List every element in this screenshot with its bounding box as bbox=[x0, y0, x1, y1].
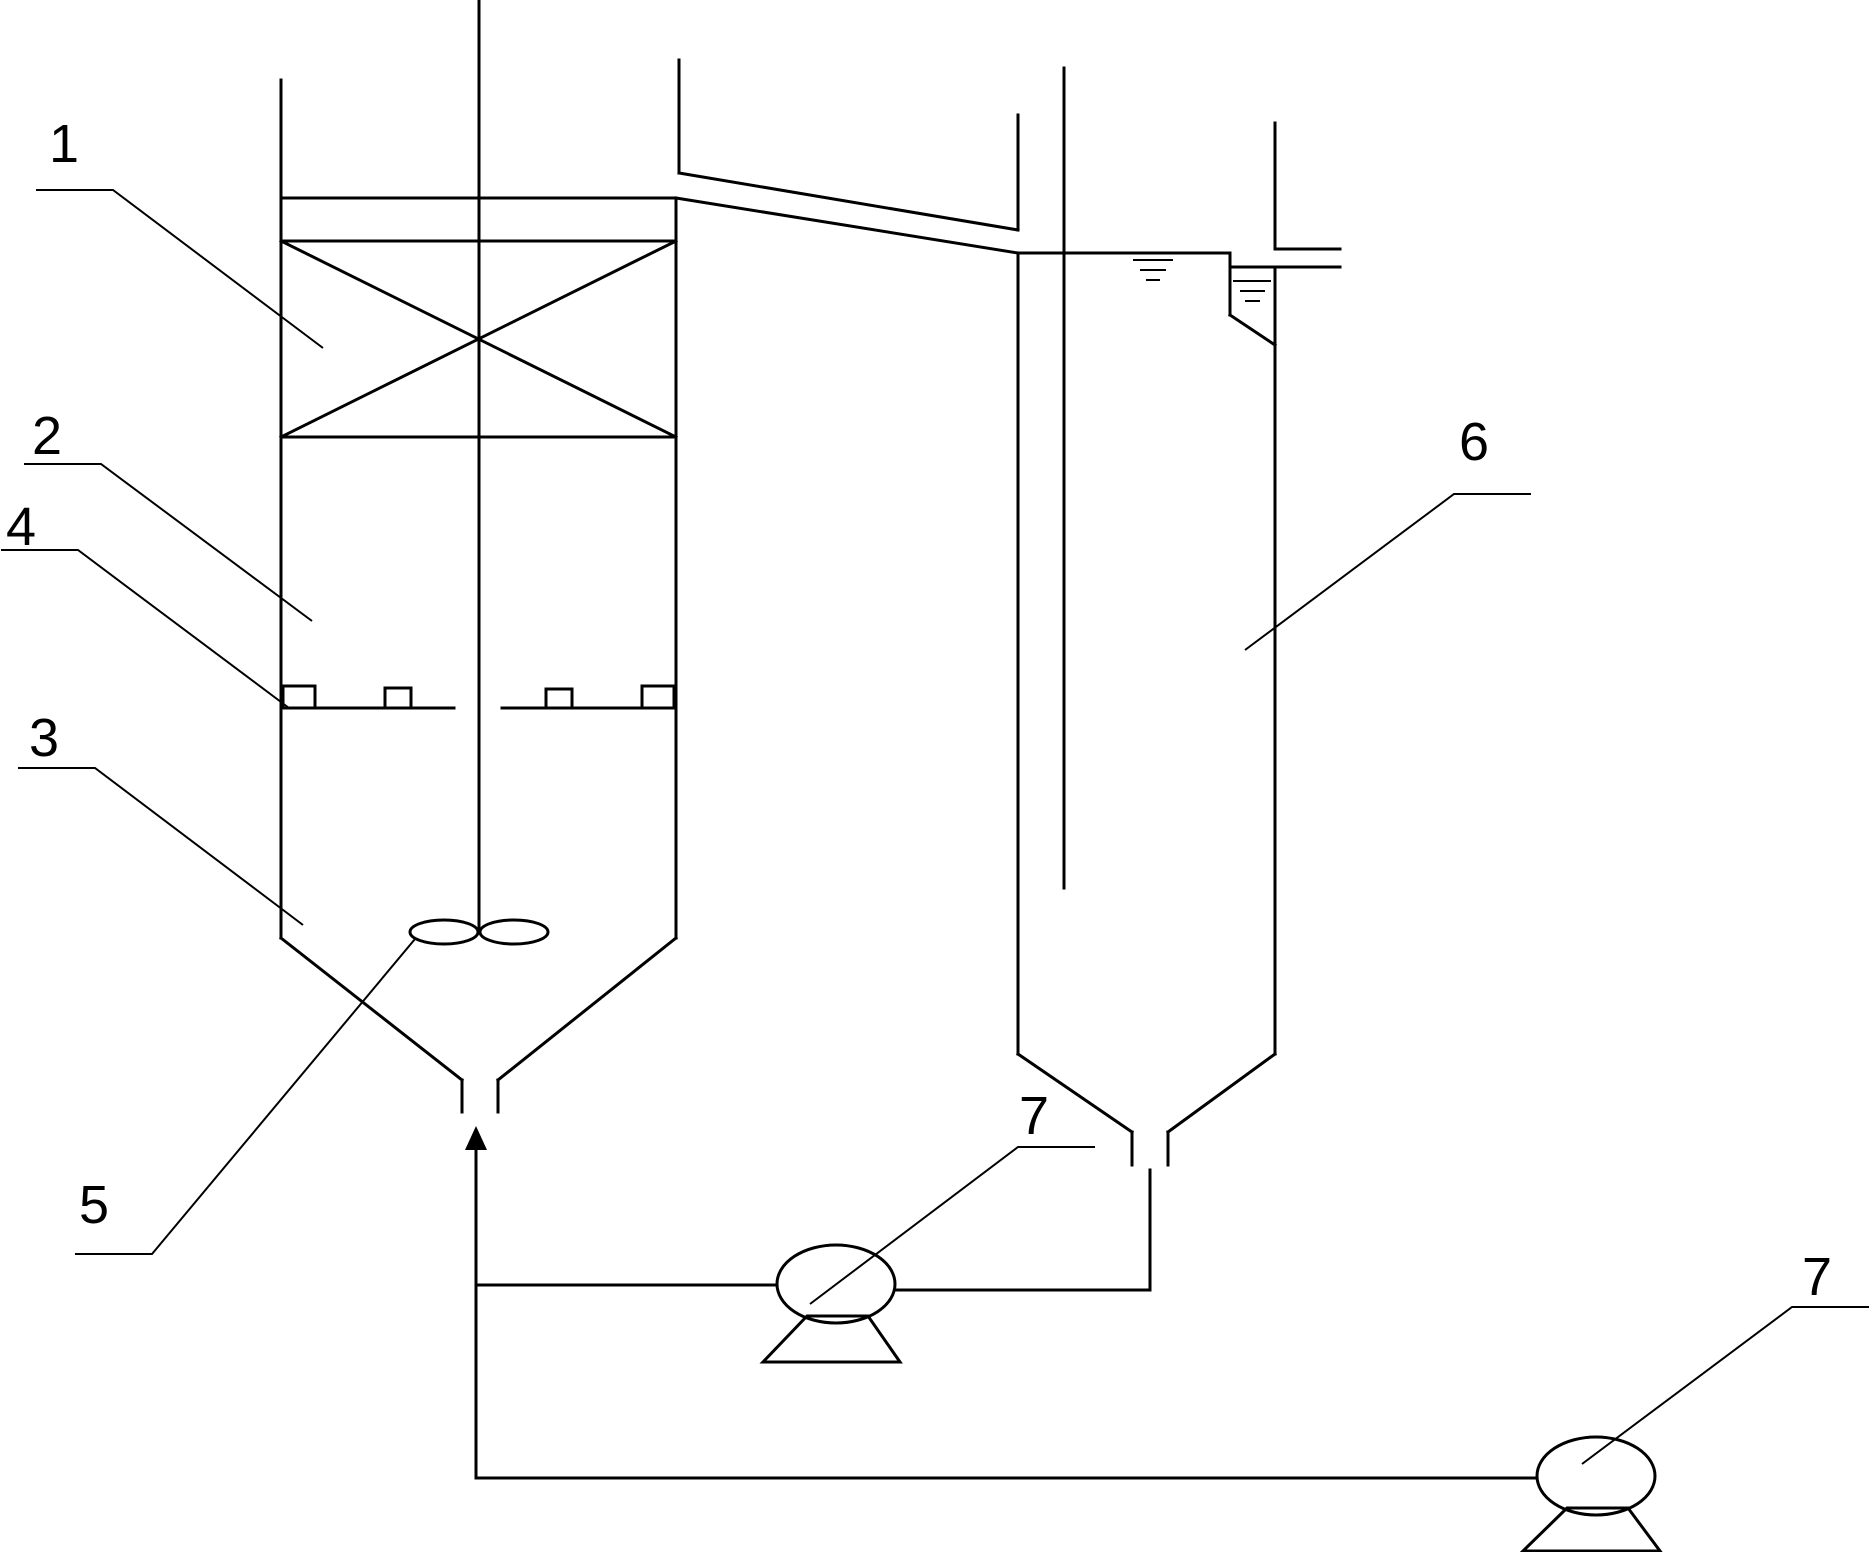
piping bbox=[474, 1148, 1538, 1480]
callout-label-7b: 7 bbox=[1802, 1247, 1832, 1307]
callout-label-2: 2 bbox=[32, 406, 62, 466]
leader-line-2 bbox=[24, 463, 313, 622]
leader-line-6 bbox=[1244, 493, 1531, 651]
distributor-plate bbox=[279, 684, 678, 710]
callout-label-6: 6 bbox=[1459, 412, 1489, 472]
water-level-symbol bbox=[1233, 280, 1271, 302]
settler-vessel bbox=[1015, 66, 1342, 1167]
leader-line-7a bbox=[809, 1146, 1095, 1305]
feed-pump bbox=[1519, 1435, 1663, 1552]
callout-label-4: 4 bbox=[6, 497, 36, 557]
leader-line-4 bbox=[1, 549, 290, 709]
leader-line-5 bbox=[75, 938, 416, 1255]
flow-arrow bbox=[465, 1126, 487, 1150]
water-level-symbol bbox=[1133, 259, 1173, 281]
impeller bbox=[408, 918, 550, 946]
callout-label-3: 3 bbox=[29, 708, 59, 768]
callout-label-1: 1 bbox=[49, 114, 79, 174]
leader-line-7b bbox=[1581, 1306, 1869, 1465]
recycle-pump bbox=[759, 1243, 903, 1364]
callout-label-7a: 7 bbox=[1019, 1086, 1049, 1146]
leader-line-3 bbox=[18, 767, 304, 926]
callout-label-5: 5 bbox=[79, 1175, 109, 1235]
overflow-pipe bbox=[674, 58, 1020, 255]
leader-line-1 bbox=[36, 189, 324, 349]
